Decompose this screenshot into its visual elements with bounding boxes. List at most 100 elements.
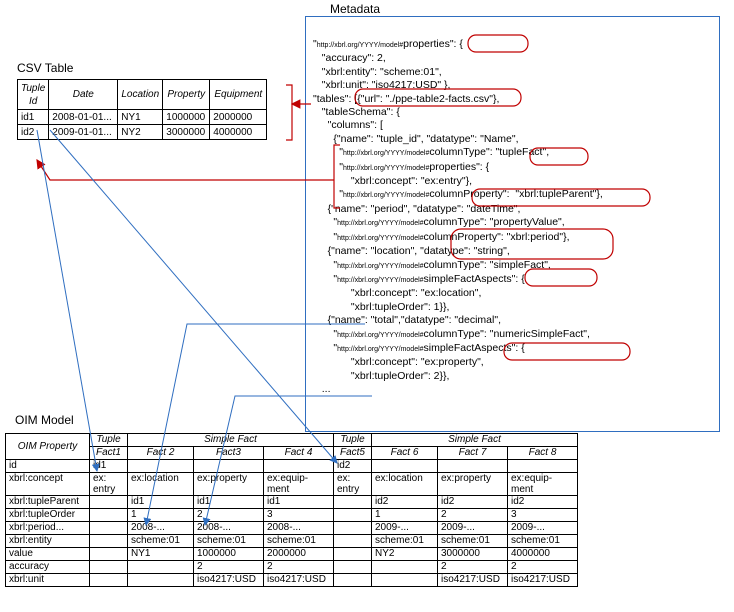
table-cell: NY2 — [117, 124, 164, 140]
fact-header: Fact1 — [89, 446, 128, 460]
table-cell — [263, 459, 334, 473]
metadata-line: "http://xbrl.org/YYYY/model#columnType":… — [313, 327, 590, 340]
table-cell: scheme:01 — [437, 534, 508, 548]
table-cell: iso4217:USD — [507, 573, 578, 587]
csv-header: Property — [162, 79, 211, 110]
table-cell: 1 — [371, 508, 438, 522]
id2-to-fact5-arrow — [49, 129, 338, 464]
metadata-json: "http://xbrl.org/YYYY/model#properties":… — [313, 38, 603, 397]
metadata-line: "xbrl:tupleOrder": 2}}, — [313, 369, 450, 382]
table-cell — [89, 508, 128, 522]
table-cell: id1 — [263, 495, 334, 509]
fact-header: Fact 4 — [263, 446, 334, 460]
table-cell: 1000000 — [162, 109, 211, 125]
metadata-line: "http://xbrl.org/YYYY/model#properties":… — [313, 160, 490, 173]
table-cell: 4000000 — [209, 124, 268, 140]
table-cell: 3 — [263, 508, 334, 522]
fact-header: Fact 7 — [437, 446, 508, 460]
table-cell: 2008-... — [193, 521, 264, 535]
table-cell — [89, 573, 128, 587]
oim-model-title: OIM Model — [15, 413, 74, 427]
table-cell — [333, 573, 372, 587]
table-cell: ex:property — [437, 472, 508, 496]
group-header: Tuple — [89, 433, 128, 447]
metadata-line: "xbrl:entity": "scheme:01", — [313, 65, 442, 78]
table-cell — [437, 459, 508, 473]
group-header: Simple Fact — [127, 433, 334, 447]
table-cell: ex: entry — [89, 472, 128, 496]
metadata-line: "http://xbrl.org/YYYY/model#columnType":… — [313, 146, 550, 159]
fact-header: Fact 6 — [371, 446, 438, 460]
table-cell: 2000000 — [209, 109, 268, 125]
oim-property-cell: xbrl:entity — [5, 534, 90, 548]
table-cell: scheme:01 — [127, 534, 194, 548]
table-cell: 2 — [437, 508, 508, 522]
table-cell: id2 — [371, 495, 438, 509]
metadata-line: "http://xbrl.org/YYYY/model#columnProper… — [313, 188, 603, 201]
table-cell: scheme:01 — [371, 534, 438, 548]
table-row: xbrl:period...2008-...2008-...2008-...20… — [5, 521, 578, 535]
table-cell — [333, 547, 372, 561]
table-cell: scheme:01 — [193, 534, 264, 548]
group-header: Simple Fact — [371, 433, 578, 447]
csv-header: Location — [117, 79, 164, 110]
table-cell: 2009-... — [437, 521, 508, 535]
metadata-line: "tables": [{"url": "./ppe-table2-facts.c… — [313, 92, 500, 105]
table-cell — [89, 534, 128, 548]
table-cell: 2009-... — [507, 521, 578, 535]
metadata-line: "http://xbrl.org/YYYY/model#columnType":… — [313, 258, 551, 271]
fact-header: Fact 2 — [127, 446, 194, 460]
table-cell: 2 — [263, 560, 334, 574]
table-cell: id1 — [193, 495, 264, 509]
table-cell: scheme:01 — [263, 534, 334, 548]
table-cell — [333, 534, 372, 548]
metadata-line: "xbrl:concept": "ex:entry"}, — [313, 175, 473, 188]
fact-header: Fact5 — [333, 446, 372, 460]
table-cell — [193, 459, 264, 473]
table-cell — [333, 495, 372, 509]
oim-property-cell: accuracy — [5, 560, 90, 574]
metadata-line: {"name": "period", "datatype": "dateTime… — [313, 202, 521, 215]
csv-header: Equipment — [209, 79, 268, 110]
oim-property-cell: value — [5, 547, 90, 561]
table-cell: 2009-01-01... — [48, 124, 119, 140]
table-cell: 1 — [127, 508, 194, 522]
table-cell: ex:equip- ment — [507, 472, 578, 496]
metadata-line: {"name": "location", "datatype": "string… — [313, 245, 510, 258]
oim-property-cell: id — [5, 459, 90, 473]
table-cell: 4000000 — [507, 547, 578, 561]
table-cell: NY2 — [371, 547, 438, 561]
table-cell: ex:equip- ment — [263, 472, 334, 496]
table-cell — [333, 521, 372, 535]
metadata-line: "columns": [ — [313, 119, 383, 132]
table-cell: 2008-... — [263, 521, 334, 535]
table-cell — [371, 459, 438, 473]
table-cell: 2008-... — [127, 521, 194, 535]
table-cell: 2 — [193, 508, 264, 522]
table-cell — [371, 573, 438, 587]
table-cell: id2 — [507, 495, 578, 509]
fact-header: Fact 8 — [507, 446, 578, 460]
table-cell: scheme:01 — [507, 534, 578, 548]
table-cell: 2 — [437, 560, 508, 574]
table-cell — [89, 560, 128, 574]
table-cell: iso4217:USD — [263, 573, 334, 587]
table-cell — [507, 459, 578, 473]
metadata-line: "http://xbrl.org/YYYY/model#simpleFactAs… — [313, 272, 525, 285]
table-cell: ex: entry — [333, 472, 372, 496]
metadata-line: "http://xbrl.org/YYYY/model#simpleFactAs… — [313, 341, 525, 354]
table-cell — [127, 459, 194, 473]
table-cell: NY1 — [117, 109, 164, 125]
table-cell: NY1 — [127, 547, 194, 561]
metadata-line: "tableSchema": { — [313, 106, 400, 119]
table-cell: ex:location — [127, 472, 194, 496]
metadata-line: "http://xbrl.org/YYYY/model#columnType":… — [313, 216, 565, 229]
table-cell: 2008-01-01... — [48, 109, 119, 125]
metadata-line: {"name": "total","datatype": "decimal", — [313, 314, 501, 327]
